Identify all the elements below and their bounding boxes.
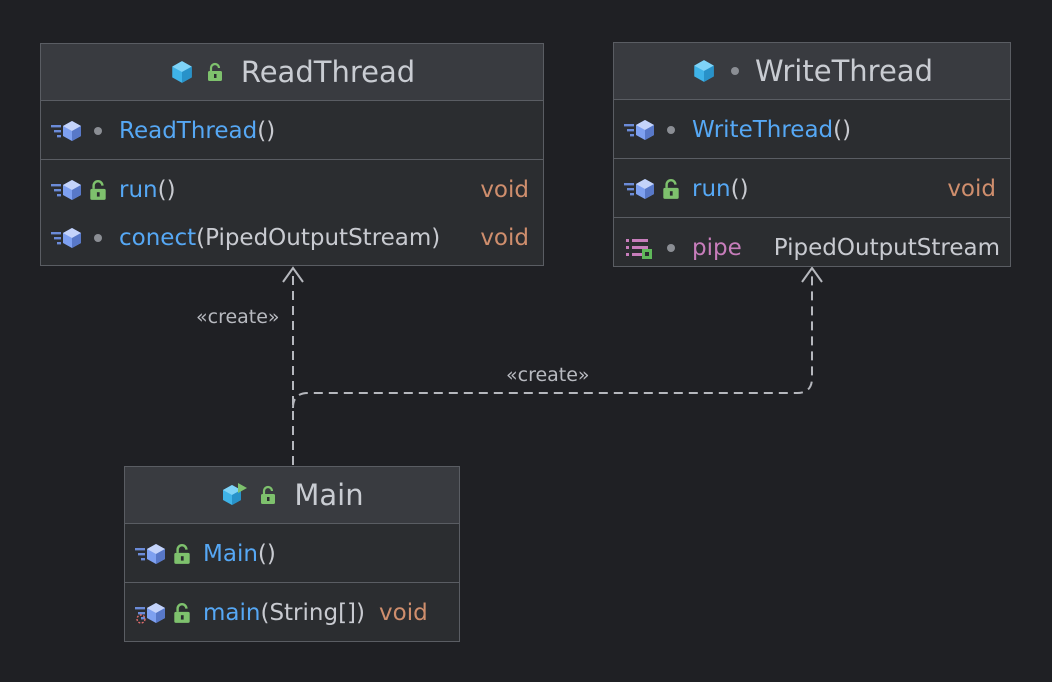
class-header: WriteThread: [614, 43, 1010, 100]
constructors-section: Main(): [125, 524, 459, 583]
constructors-section: ReadThread(): [41, 101, 543, 160]
member-params: (): [833, 117, 852, 143]
package-visibility-icon: [660, 119, 682, 141]
relation-main-to-readthread: [282, 266, 304, 465]
member-name: run: [119, 177, 158, 203]
class-box-main[interactable]: Main Main() main(String[]) void: [124, 466, 460, 642]
field-type: PipedOutputStream: [773, 235, 1000, 261]
class-name: WriteThread: [755, 54, 933, 88]
method-row[interactable]: run() void: [41, 166, 543, 214]
method-row[interactable]: run() void: [614, 165, 1010, 213]
field-name: pipe: [692, 235, 742, 261]
public-lock-icon: [258, 485, 278, 505]
method-icon: [51, 227, 83, 249]
method-row[interactable]: conect(PipedOutputStream) void: [41, 214, 543, 262]
member-params: (PipedOutputStream): [196, 225, 441, 251]
member-name: main: [203, 600, 261, 626]
constructor-row[interactable]: ReadThread(): [41, 107, 543, 155]
fields-section: pipe PipedOutputStream: [614, 218, 1010, 276]
constructor-row[interactable]: Main(): [125, 530, 459, 578]
class-name: Main: [294, 478, 364, 512]
field-row[interactable]: pipe PipedOutputStream: [614, 224, 1010, 272]
static-method-icon: [135, 602, 167, 624]
public-lock-icon: [87, 179, 109, 201]
runnable-class-icon: [223, 483, 248, 505]
member-name: WriteThread: [692, 117, 834, 143]
constructors-section: WriteThread(): [614, 100, 1010, 159]
relation-main-to-writethread: [292, 266, 823, 409]
class-box-readthread[interactable]: ReadThread ReadThread() run() void conec…: [40, 43, 544, 266]
member-params: (String[]): [260, 600, 366, 626]
method-icon: [624, 119, 656, 141]
return-type: void: [379, 600, 428, 626]
member-params: (): [730, 176, 749, 202]
class-icon: [169, 59, 195, 85]
member-params: (): [257, 541, 276, 567]
package-visibility-icon: [660, 237, 682, 259]
method-icon: [135, 543, 167, 565]
member-params: (): [157, 177, 176, 203]
return-type: void: [947, 176, 996, 202]
public-lock-icon: [171, 543, 193, 565]
return-type: void: [480, 177, 529, 203]
package-visibility-icon: [87, 227, 109, 249]
create-label-readthread: «create»: [196, 306, 280, 328]
method-icon: [51, 179, 83, 201]
public-lock-icon: [171, 602, 193, 624]
member-name: Main: [203, 541, 258, 567]
create-label-writethread: «create»: [506, 364, 590, 386]
return-type: void: [480, 225, 529, 251]
method-row[interactable]: main(String[]) void: [125, 589, 459, 637]
member-params: (): [257, 118, 276, 144]
methods-section: main(String[]) void: [125, 583, 459, 641]
constructor-row[interactable]: WriteThread(): [614, 106, 1010, 154]
field-icon: [624, 237, 656, 259]
class-header: ReadThread: [41, 44, 543, 101]
methods-section: run() void: [614, 159, 1010, 218]
methods-section: run() void conect(PipedOutputStream) voi…: [41, 160, 543, 266]
class-icon: [691, 58, 717, 84]
member-name: ReadThread: [119, 118, 258, 144]
class-box-writethread[interactable]: WriteThread WriteThread() run() void pip…: [613, 42, 1011, 267]
class-name: ReadThread: [240, 55, 416, 89]
method-icon: [51, 120, 83, 142]
member-name: run: [692, 176, 731, 202]
package-visibility-icon: [87, 120, 109, 142]
public-lock-icon: [205, 62, 225, 82]
class-header: Main: [125, 467, 459, 524]
member-name: conect: [119, 225, 197, 251]
public-lock-icon: [660, 178, 682, 200]
method-icon: [624, 178, 656, 200]
package-visibility-icon: [731, 67, 740, 75]
